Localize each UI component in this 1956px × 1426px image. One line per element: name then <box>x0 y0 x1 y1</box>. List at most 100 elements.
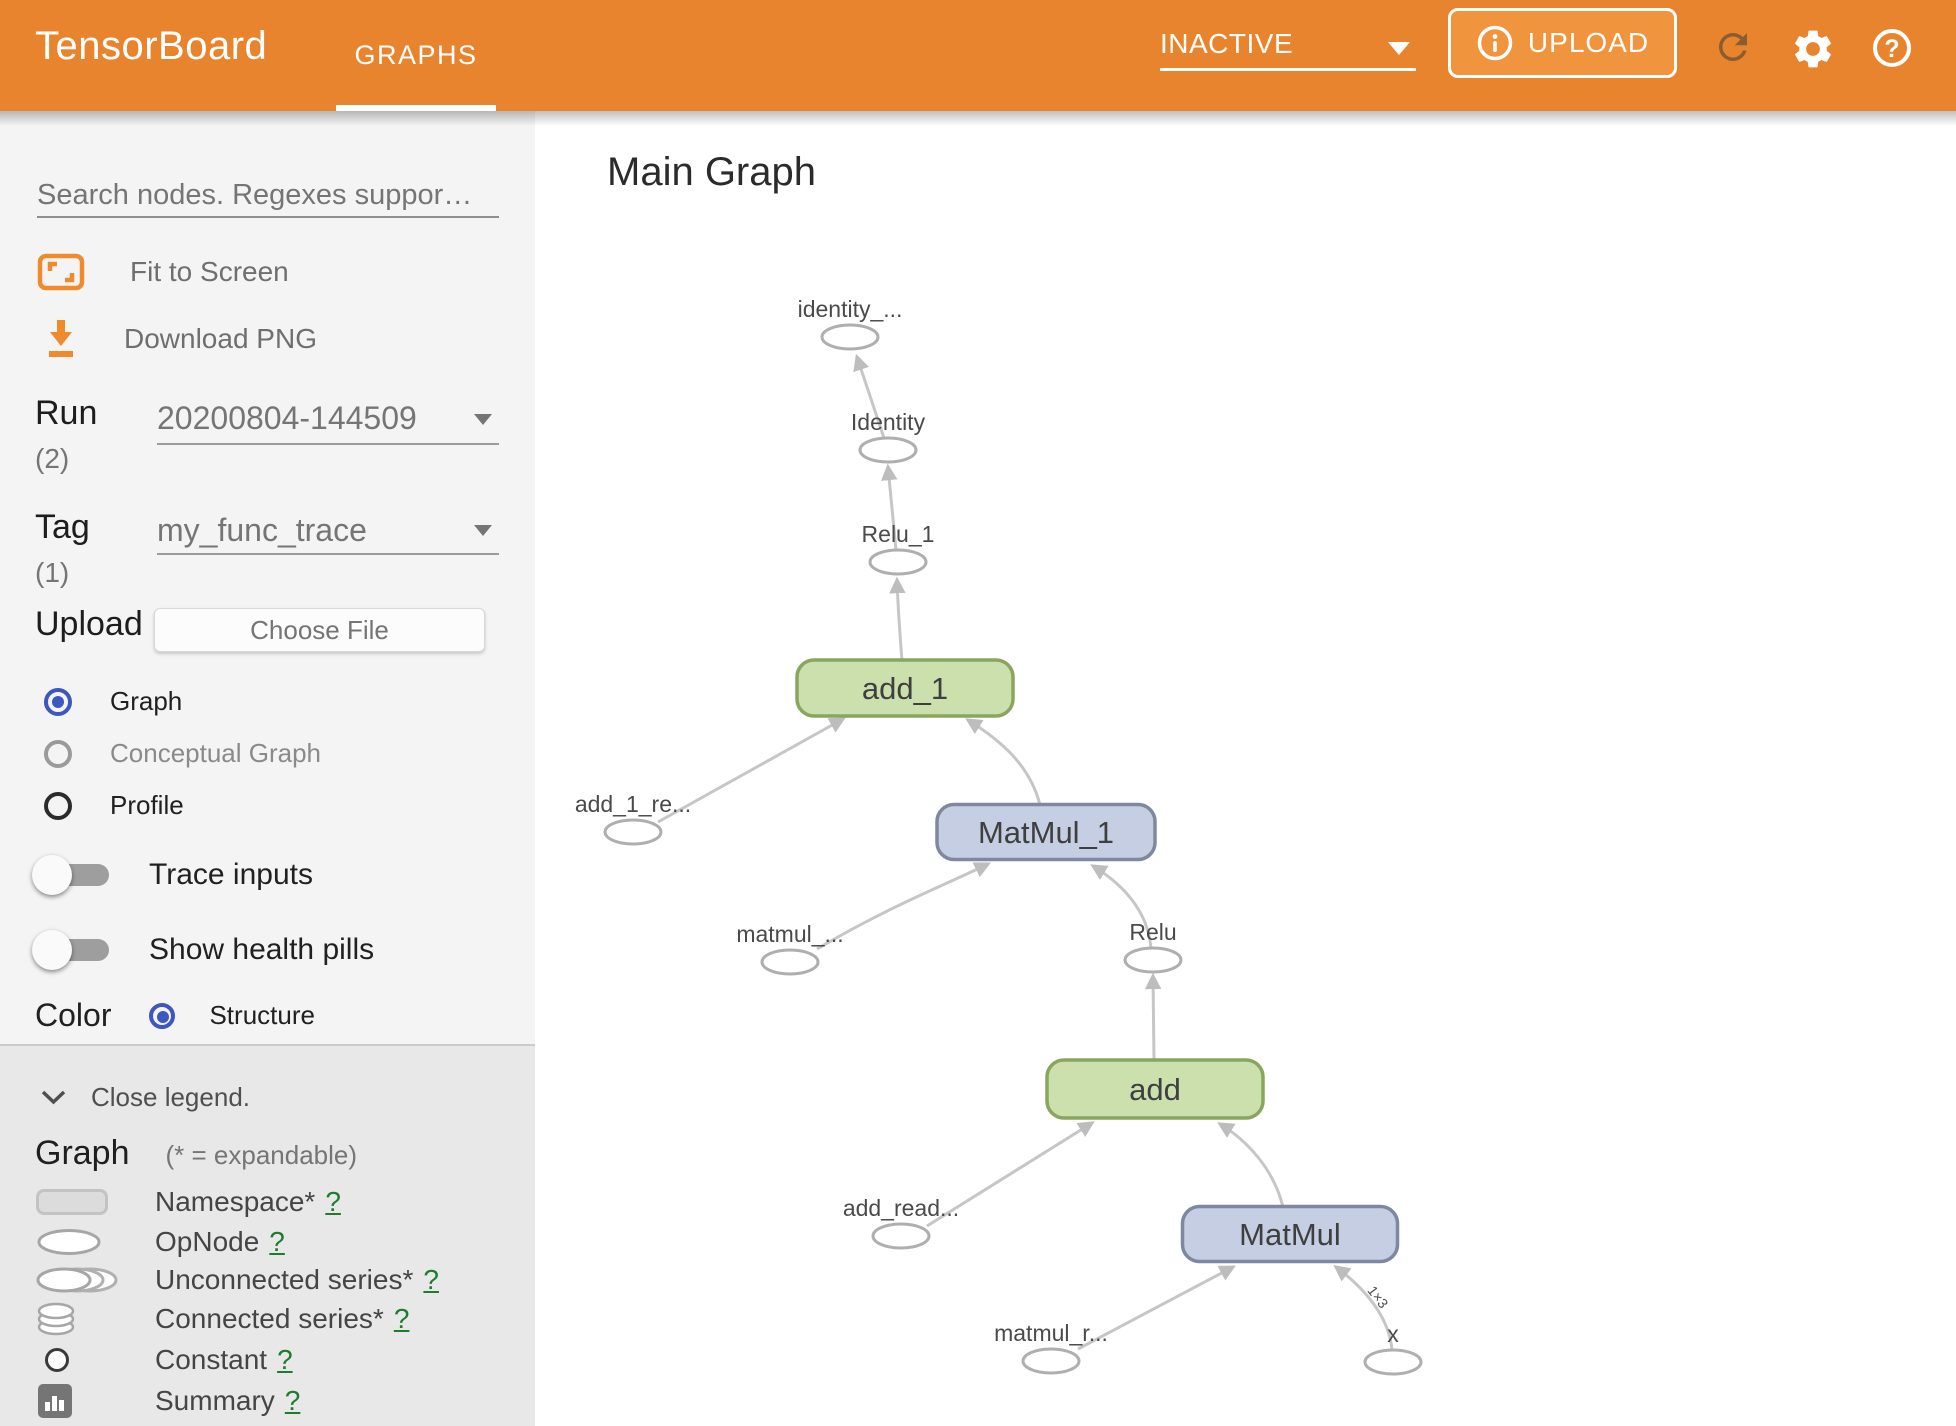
legend-panel: Close legend. Graph (* = expandable) Nam… <box>0 1044 535 1426</box>
graph-node-identity[interactable]: Identity <box>851 409 926 464</box>
radio-graph-circle <box>44 687 72 716</box>
caret-down-icon <box>1388 42 1410 55</box>
legend-heading-note: (* = expandable) <box>165 1140 358 1170</box>
node-label: Relu_1 <box>862 521 935 547</box>
graph-node-add_1_re[interactable]: add_1_re... <box>575 791 691 846</box>
radio-graph[interactable]: Graph <box>44 686 182 717</box>
graph-edge-add_read-to-add <box>926 1121 1095 1228</box>
graph-edge-relu-to-matmul_1 <box>1090 864 1153 949</box>
radio-conceptual-graph[interactable]: Conceptual Graph <box>44 738 321 769</box>
choose-file-button[interactable]: Choose File <box>154 608 485 652</box>
tag-count: (1) <box>35 557 70 588</box>
main-graph-title: Main Graph <box>607 150 816 194</box>
legend-item-namespace: Namespace* ? <box>0 1182 535 1222</box>
graph-edge-add_1-to-relu_1 <box>889 576 906 662</box>
legend-item-connected-series: Connected series* ? <box>0 1299 535 1339</box>
data-status-select[interactable]: INACTIVE <box>1160 28 1416 72</box>
fit-to-screen-label: Fit to Screen <box>130 256 289 287</box>
fit-to-screen-button[interactable]: Fit to Screen <box>37 250 289 294</box>
legend-label: Constant <box>155 1344 268 1375</box>
opnode-help-link[interactable]: ? <box>269 1226 285 1257</box>
tag-label: Tag <box>35 508 90 546</box>
radio-profile-label: Profile <box>110 790 184 820</box>
legend-label: Unconnected series* <box>155 1264 414 1295</box>
graph-edge-x-to-matmul <box>1333 1265 1394 1351</box>
tag-caret-icon[interactable] <box>474 525 492 536</box>
run-caret-icon[interactable] <box>474 414 492 425</box>
close-legend-button[interactable]: Close legend. <box>40 1082 250 1113</box>
connected-series-help-link[interactable]: ? <box>393 1303 410 1334</box>
upload-button-label: UPLOAD <box>1527 27 1650 58</box>
run-label: Run <box>35 394 98 432</box>
graph-node-matmul_1[interactable]: MatMul_1 <box>935 802 1157 862</box>
edge-shape-label: 1×3 <box>1364 1283 1391 1312</box>
graph-node-relu[interactable]: Relu <box>1123 919 1183 974</box>
svg-text:?: ? <box>1884 35 1899 63</box>
summary-icon <box>38 1384 72 1418</box>
legend-heading: Graph <box>35 1134 130 1172</box>
tab-graphs[interactable]: GRAPHS <box>354 40 478 70</box>
graph-edge-identity-to-identity_out <box>853 353 886 439</box>
node-label: matmul_r... <box>994 1320 1108 1346</box>
graph-node-add_1[interactable]: add_1 <box>795 658 1015 718</box>
graph-node-matmul_in[interactable]: matmul_... <box>736 921 844 976</box>
gear-icon[interactable] <box>1790 26 1836 72</box>
node-label: x <box>1387 1321 1399 1347</box>
graph-edge-matmul-to-add <box>1217 1122 1285 1208</box>
header-shadow <box>0 111 1956 126</box>
radio-profile-circle <box>44 791 72 820</box>
node-label: add_1 <box>862 671 948 706</box>
upload-button[interactable]: UPLOAD <box>1448 8 1677 78</box>
legend-item-constant: Constant ? <box>0 1340 535 1380</box>
close-legend-label: Close legend. <box>91 1082 250 1112</box>
info-icon <box>1477 25 1513 61</box>
reload-icon[interactable] <box>1712 26 1754 68</box>
node-label: identity_... <box>798 296 903 322</box>
legend-item-unconnected-series: Unconnected series* ? <box>0 1260 535 1300</box>
graph-edge-matmul_in-to-matmul_1 <box>816 862 991 951</box>
status-label: INACTIVE <box>1160 28 1294 59</box>
graph-node-matmul_r[interactable]: matmul_r... <box>994 1320 1108 1375</box>
radio-structure[interactable]: Structure <box>149 1000 315 1031</box>
toggle-thumb <box>32 855 72 895</box>
radio-conceptual-label: Conceptual Graph <box>110 738 322 768</box>
active-tab-indicator <box>336 105 496 111</box>
trace-inputs-toggle[interactable]: Trace inputs <box>32 855 313 895</box>
toggle-thumb <box>32 930 72 970</box>
download-png-label: Download PNG <box>124 323 317 354</box>
graph-node-add_read[interactable]: add_read... <box>843 1195 959 1250</box>
graph-node-matmul[interactable]: MatMul <box>1180 1204 1400 1264</box>
graph-node-identity_out[interactable]: identity_... <box>798 296 903 351</box>
tag-underline <box>157 553 499 555</box>
tag-select[interactable]: my_func_trace <box>157 512 367 548</box>
download-png-button[interactable]: Download PNG <box>37 316 317 362</box>
show-health-pills-toggle[interactable]: Show health pills <box>32 930 374 970</box>
graph-edge-matmul_r-to-matmul <box>1077 1265 1236 1351</box>
upload-field-label: Upload <box>35 605 143 643</box>
radio-structure-label: Structure <box>209 1000 315 1030</box>
radio-profile[interactable]: Profile <box>44 790 184 821</box>
unconnected-series-help-link[interactable]: ? <box>423 1264 439 1295</box>
graph-node-add[interactable]: add <box>1045 1058 1265 1120</box>
node-label: MatMul <box>1239 1217 1341 1252</box>
trace-inputs-label: Trace inputs <box>149 858 313 891</box>
search-input[interactable] <box>37 173 499 217</box>
legend-item-summary: Summary ? <box>0 1381 535 1421</box>
constant-help-link[interactable]: ? <box>277 1344 293 1375</box>
app-header: TensorBoard GRAPHS INACTIVE UPLOAD ? <box>0 0 1956 111</box>
node-label: add_1_re... <box>575 791 691 817</box>
legend-label: Summary <box>155 1385 275 1416</box>
graph-node-relu_1[interactable]: Relu_1 <box>862 521 935 576</box>
run-select[interactable]: 20200804-144509 <box>157 400 417 436</box>
radio-conceptual-circle <box>44 739 72 768</box>
color-label: Color <box>35 997 112 1033</box>
sidebar: Fit to Screen Download PNG Run (2) 20200… <box>0 111 535 1426</box>
namespace-help-link[interactable]: ? <box>325 1186 341 1217</box>
help-icon[interactable]: ? <box>1870 26 1914 70</box>
summary-help-link[interactable]: ? <box>284 1385 301 1416</box>
graph-node-x[interactable]: x <box>1363 1321 1423 1376</box>
graph-edge-matmul_1-to-add_1 <box>965 718 1042 806</box>
node-label: add <box>1129 1072 1181 1107</box>
node-label: add_read... <box>843 1195 959 1221</box>
